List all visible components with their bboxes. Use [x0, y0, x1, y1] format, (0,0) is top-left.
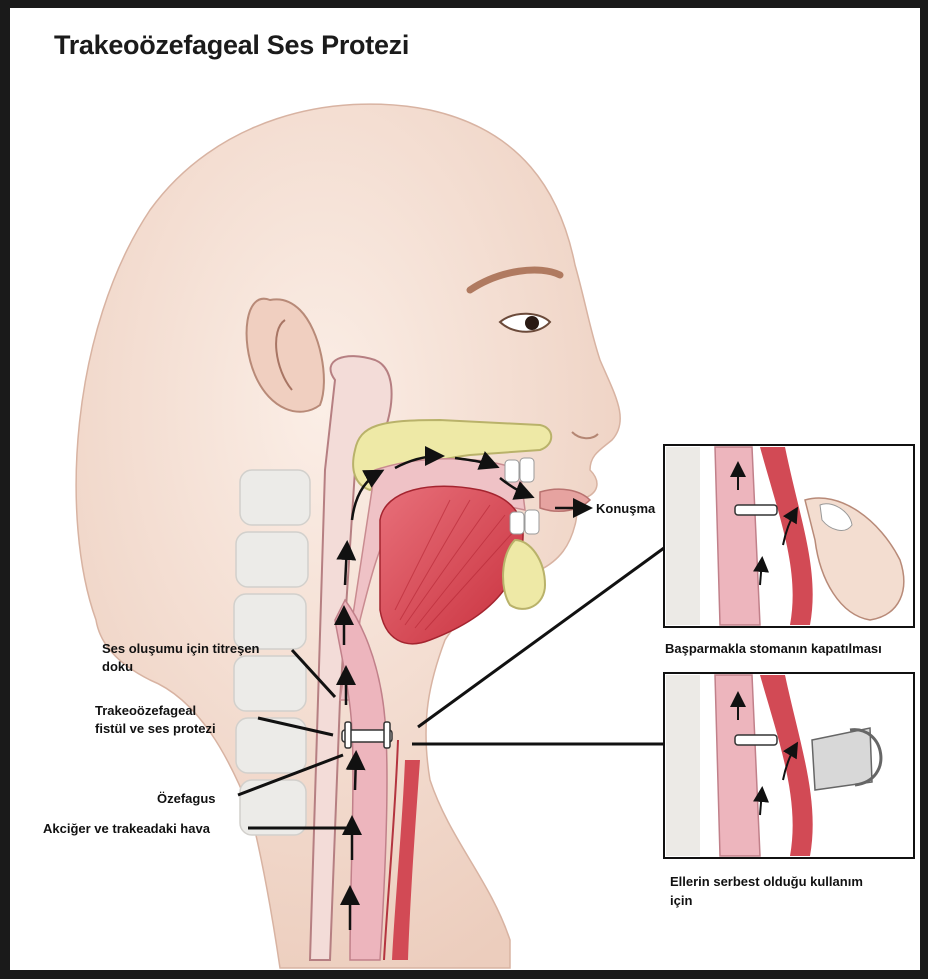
- label-air: Akciğer ve trakeadaki hava: [43, 820, 210, 837]
- caption-handsfree-line2: için: [670, 892, 692, 909]
- caption-thumb-closing: Başparmakla stomanın kapatılması: [665, 640, 882, 657]
- label-fistula-line2: fistül ve ses protezi: [95, 720, 216, 737]
- label-fistula-line1: Trakeoözefageal: [95, 702, 196, 719]
- caption-handsfree-line1: Ellerin serbest olduğu kullanım: [670, 873, 863, 890]
- label-speech: Konuşma: [596, 500, 655, 517]
- inset-thumb: [664, 445, 914, 627]
- pupil: [525, 316, 539, 330]
- label-vibrating-tissue-line1: Ses oluşumu için titreşen: [102, 640, 260, 657]
- inset-handsfree: [664, 673, 914, 858]
- label-esophagus: Özefagus: [157, 790, 216, 807]
- page-title: Trakeoözefageal Ses Protezi: [54, 30, 409, 61]
- label-vibrating-tissue-line2: doku: [102, 658, 133, 675]
